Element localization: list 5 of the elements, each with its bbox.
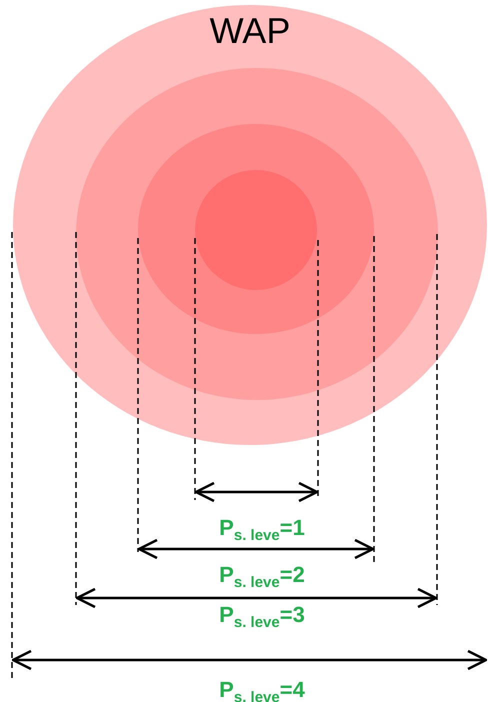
access-point-label: WAP (210, 11, 290, 51)
level-label: P$_{s. leve}$=2 (219, 563, 305, 587)
level-label: P$_{s. leve}$=3 (219, 603, 305, 627)
level-label: P$_{s. leve}$=1 (219, 516, 305, 540)
level-label: P$_{s. leve}$=4 (219, 678, 305, 702)
